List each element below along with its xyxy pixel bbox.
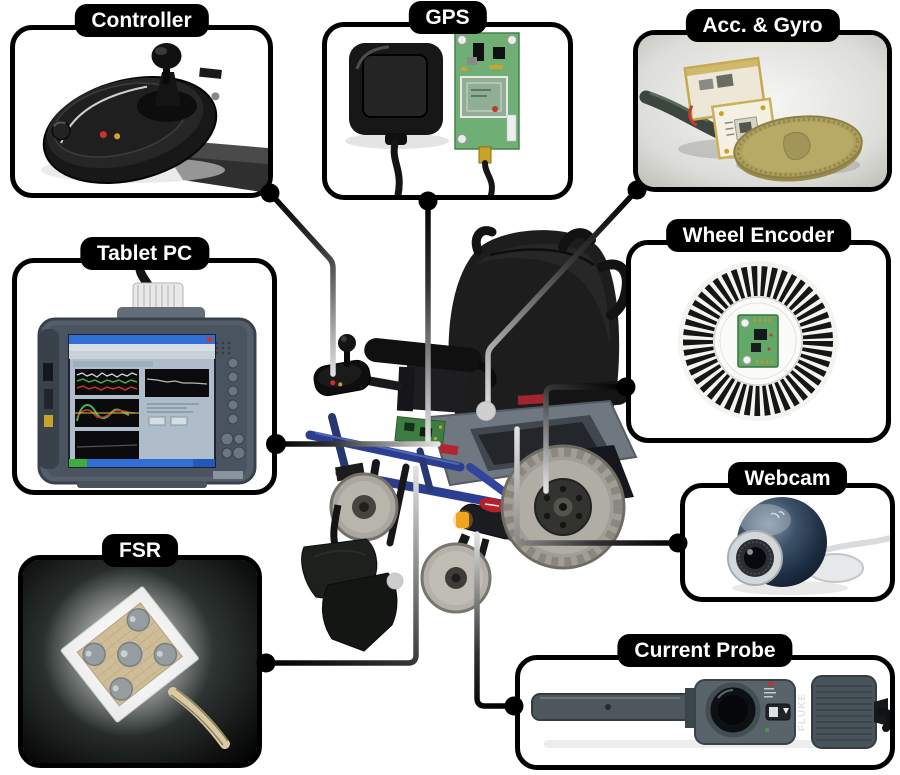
encoder-pcb bbox=[737, 314, 779, 368]
callout-acc-gyro: Acc. & Gyro bbox=[633, 9, 892, 192]
coin bbox=[733, 115, 863, 182]
probe-jaw bbox=[531, 693, 693, 721]
tablet-speaker bbox=[215, 341, 231, 355]
webcam-lens bbox=[727, 530, 783, 586]
gps-photo bbox=[327, 27, 568, 195]
joystick-stick bbox=[137, 43, 197, 122]
tablet-buttons bbox=[220, 357, 246, 460]
callout-fsr: FSR bbox=[18, 534, 262, 768]
wheelchair-left-armrest bbox=[364, 338, 497, 414]
webcam-cable bbox=[824, 535, 890, 553]
callout-webcam: Webcam bbox=[680, 462, 895, 602]
wheelchair-mid-wheel bbox=[329, 462, 399, 542]
fsr-bumps bbox=[82, 608, 178, 701]
encoder-stripe-ring bbox=[683, 266, 833, 416]
gps-receiver-board bbox=[454, 32, 520, 195]
callout-tablet-pc: Tablet PC bbox=[12, 237, 277, 495]
callout-controller: Controller bbox=[10, 4, 273, 198]
callout-current-probe-label: Current Probe bbox=[617, 634, 793, 667]
tablet-screen bbox=[68, 334, 216, 468]
gps-antenna bbox=[349, 43, 443, 195]
sensor-cable bbox=[639, 90, 725, 139]
fsr-photo bbox=[23, 560, 257, 763]
callout-fsr-label: FSR bbox=[102, 534, 178, 567]
webcam-photo bbox=[685, 488, 890, 597]
callout-gps-label: GPS bbox=[408, 1, 487, 34]
callout-wheel-encoder-label: Wheel Encoder bbox=[665, 219, 852, 252]
wheel-encoder-photo bbox=[631, 245, 886, 438]
wheelchair-front-caster bbox=[420, 533, 492, 614]
callout-webcam-label: Webcam bbox=[727, 462, 848, 495]
current-probe-photo: FLUKE bbox=[520, 660, 890, 765]
wheelchair-photo bbox=[301, 226, 638, 652]
tablet-pc-photo bbox=[17, 263, 272, 490]
callout-tablet-pc-label: Tablet PC bbox=[79, 237, 210, 270]
probe-grip bbox=[811, 675, 877, 749]
callout-gps: GPS bbox=[322, 1, 573, 200]
callout-acc-gyro-label: Acc. & Gyro bbox=[685, 9, 840, 42]
fsr-tail bbox=[168, 687, 230, 749]
wheelchair-rear-wheel bbox=[500, 444, 626, 570]
callout-current-probe: Current Probe bbox=[515, 634, 895, 770]
acc-gyro-photo bbox=[638, 35, 887, 187]
callout-wheel-encoder: Wheel Encoder bbox=[626, 219, 891, 443]
callout-controller-label: Controller bbox=[74, 4, 209, 37]
controller-photo bbox=[15, 30, 268, 193]
probe-brand-text: FLUKE bbox=[797, 693, 808, 731]
fsr-pad bbox=[60, 586, 199, 723]
probe-body: FLUKE bbox=[694, 679, 808, 745]
